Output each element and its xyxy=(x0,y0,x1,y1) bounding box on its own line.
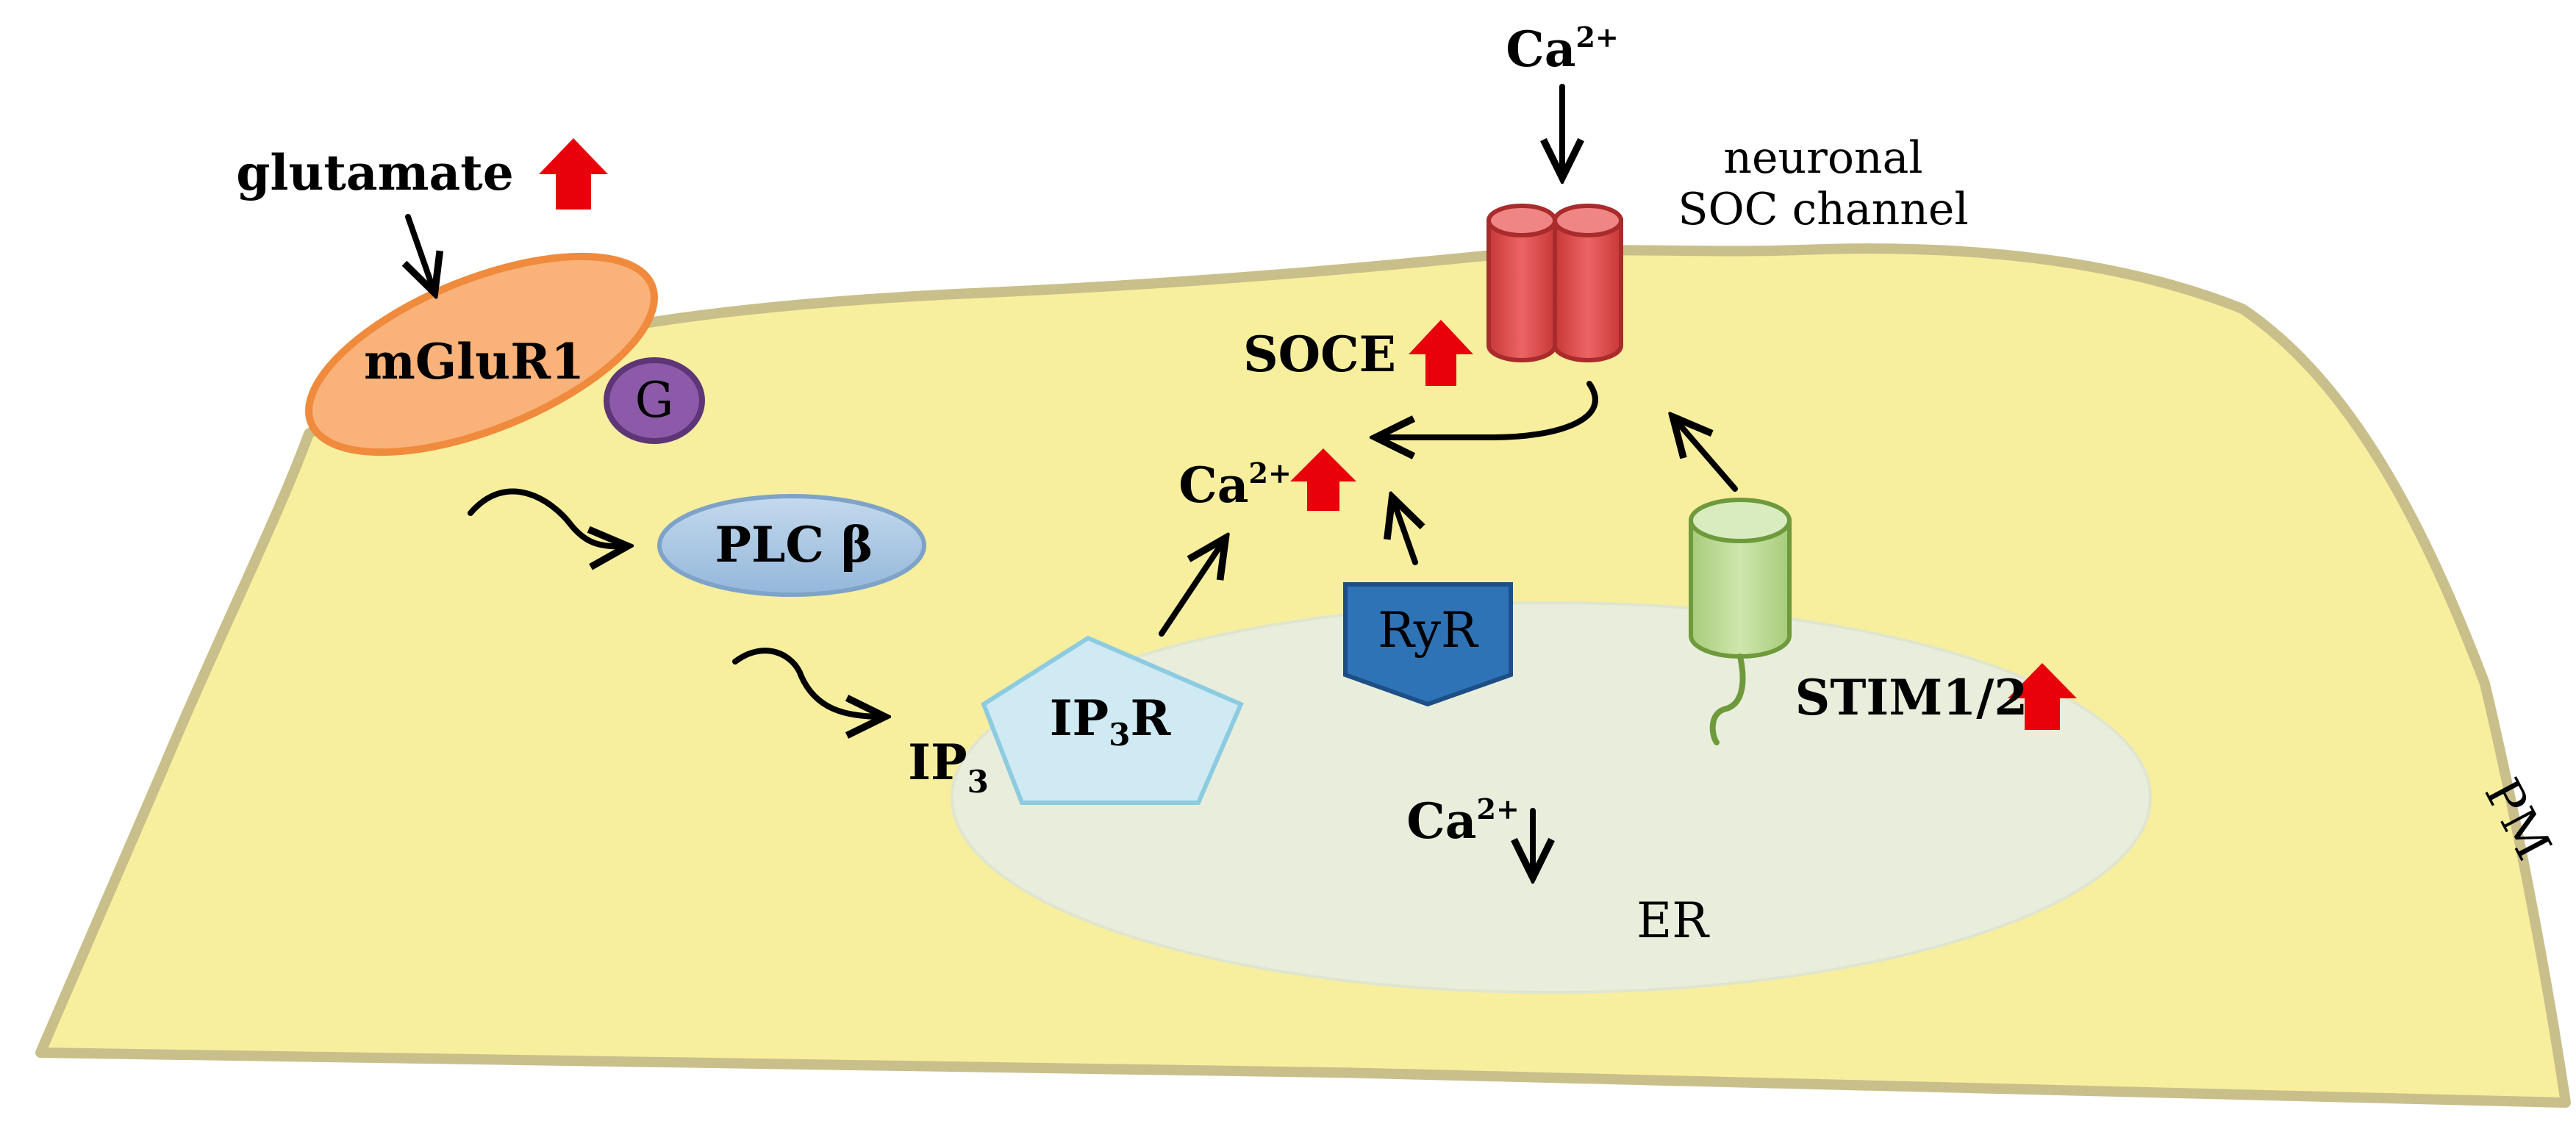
arrow-stim-to-soc xyxy=(1675,419,1738,492)
mglur1-receptor: mGluR1 xyxy=(305,252,658,456)
soc-channel xyxy=(1486,204,1623,362)
ryr-label: RyR xyxy=(1378,602,1479,659)
ca-er-label: Ca2+ xyxy=(1406,792,1520,850)
red-up-arrow-icon xyxy=(1409,320,1473,386)
ca-extracellular-label: Ca2+ xyxy=(1506,21,1619,78)
soce-label: SOCE xyxy=(1243,326,1396,383)
arrow-soc-to-ca xyxy=(1378,381,1598,437)
glutamate-label: glutamate xyxy=(236,144,514,201)
ip3r-label: IP3R xyxy=(1050,690,1172,753)
plc-beta-label: PLC β xyxy=(715,516,873,573)
arrow-plc-to-ip3 xyxy=(732,648,882,717)
red-up-arrow-icon xyxy=(539,138,608,209)
ip3-receptor: IP3R xyxy=(981,635,1244,805)
flow-arrows xyxy=(408,84,1738,875)
soc-channel-label-line1: neuronal xyxy=(1723,132,1922,184)
endoplasmic-reticulum xyxy=(951,601,2152,994)
g-protein: G xyxy=(604,357,705,444)
increase-indicators xyxy=(539,138,2077,730)
mglur1-label: mGluR1 xyxy=(364,333,584,390)
er-label: ER xyxy=(1636,892,1710,949)
red-up-arrow-icon xyxy=(2008,663,2077,730)
stim-label: STIM1/2 xyxy=(1795,669,2028,726)
ryanodine-receptor: RyR xyxy=(1343,582,1513,707)
ip3-label: IP3 xyxy=(908,734,989,800)
g-protein-label: G xyxy=(635,372,674,429)
ca-cytosolic-label: Ca2+ xyxy=(1178,456,1292,514)
arrow-glutamate-to-mglur1 xyxy=(408,214,434,290)
soc-channel-label-line2: SOC channel xyxy=(1678,184,1968,235)
arrow-mglur1-to-plc xyxy=(468,488,625,546)
arrow-ryr-to-ca xyxy=(1393,500,1415,565)
arrow-ip3r-to-ca xyxy=(1159,540,1224,637)
red-up-arrow-icon xyxy=(1290,448,1356,511)
stim-protein xyxy=(1689,498,1792,745)
plc-beta: PLC β xyxy=(657,494,926,597)
